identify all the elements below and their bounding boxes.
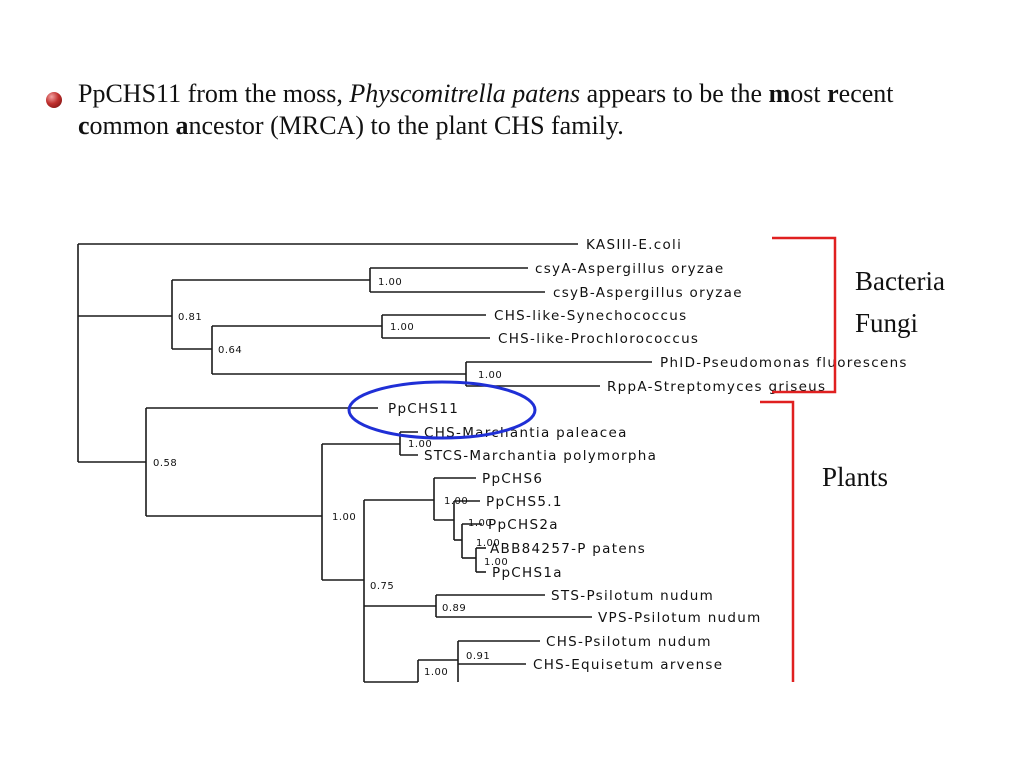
label-plants: Plants: [822, 462, 889, 492]
leaf-label: PpCHS5.1: [486, 494, 563, 510]
leaf-label: ABB84257-P patens: [490, 541, 646, 557]
support-value: 0.64: [218, 345, 242, 356]
leaf-label: csyB-Aspergillus oryzae: [553, 285, 743, 301]
support-value: 1.00: [478, 370, 502, 381]
support-value: 1.00: [332, 512, 356, 523]
leaf-label: PpCHS6: [482, 471, 543, 487]
leaf-label: CHS-Equisetum arvense: [533, 657, 723, 673]
leaf-label: csyA-Aspergillus oryzae: [535, 261, 724, 277]
support-value: 0.75: [370, 581, 394, 592]
support-value: 1.00: [390, 322, 414, 333]
bold-letter: r: [827, 79, 839, 108]
support-value: 1.00: [444, 496, 468, 507]
support-value: 1.00: [424, 667, 448, 678]
support-value: 0.81: [178, 312, 202, 323]
label-bacteria: Bacteria: [855, 266, 945, 296]
leaf-label: STS-Psilotum nudum: [551, 588, 714, 604]
leaf-label: VPS-Psilotum nudum: [598, 610, 762, 626]
leaf-label: RppA-Streptomyces griseus: [607, 379, 826, 395]
highlight-ring: [347, 380, 537, 440]
plants-bracket: [760, 400, 795, 682]
bullet-text-part: ommon: [89, 111, 176, 140]
bullet-text-part: ost: [790, 79, 828, 108]
bullet-text-part: ecent: [838, 79, 894, 108]
leaf-label: PhID-Pseudomonas fluorescens: [660, 355, 908, 371]
bullet-text: PpCHS11 from the moss, Physcomitrella pa…: [78, 78, 958, 142]
leaf-label: KASIII-E.coli: [586, 237, 682, 253]
leaf-label: STCS-Marchantia polymorpha: [424, 448, 657, 464]
label-fungi: Fungi: [855, 308, 919, 338]
support-value: 1.00: [476, 538, 500, 549]
support-value: 0.89: [442, 603, 466, 614]
bold-letter: c: [78, 111, 90, 140]
species-name: Physcomitrella patens: [349, 79, 581, 108]
support-value: 1.00: [378, 277, 402, 288]
leaf-label: PpCHS11: [388, 401, 459, 417]
support-values: 1.00 0.81 1.00 0.64 1.00 0.58 1.00 1.00 …: [153, 277, 508, 678]
bullet-text-part: PpCHS11 from the moss,: [78, 79, 350, 108]
support-value: 1.00: [484, 557, 508, 568]
leaf-labels: KASIII-E.coli csyA-Aspergillus oryzae cs…: [388, 237, 908, 673]
support-value: 1.00: [408, 439, 432, 450]
support-value: 0.58: [153, 458, 177, 469]
leaf-label: PpCHS2a: [488, 517, 559, 533]
bullet-icon: [46, 92, 62, 108]
bacteria-fungi-bracket: [772, 236, 837, 394]
leaf-label: CHS-like-Prochlorococcus: [498, 331, 699, 347]
leaf-label: PpCHS1a: [492, 565, 563, 581]
bold-letter: m: [768, 79, 791, 108]
support-value: 0.91: [466, 651, 490, 662]
bullet-text-part: ncestor (MRCA) to the plant CHS family.: [188, 111, 624, 140]
support-value: 1.00: [468, 518, 492, 529]
bullet-text-part: appears to be the: [580, 79, 769, 108]
leaf-label: CHS-Psilotum nudum: [546, 634, 712, 650]
leaf-label: CHS-like-Synechococcus: [494, 308, 687, 324]
bold-letter: a: [175, 111, 189, 140]
